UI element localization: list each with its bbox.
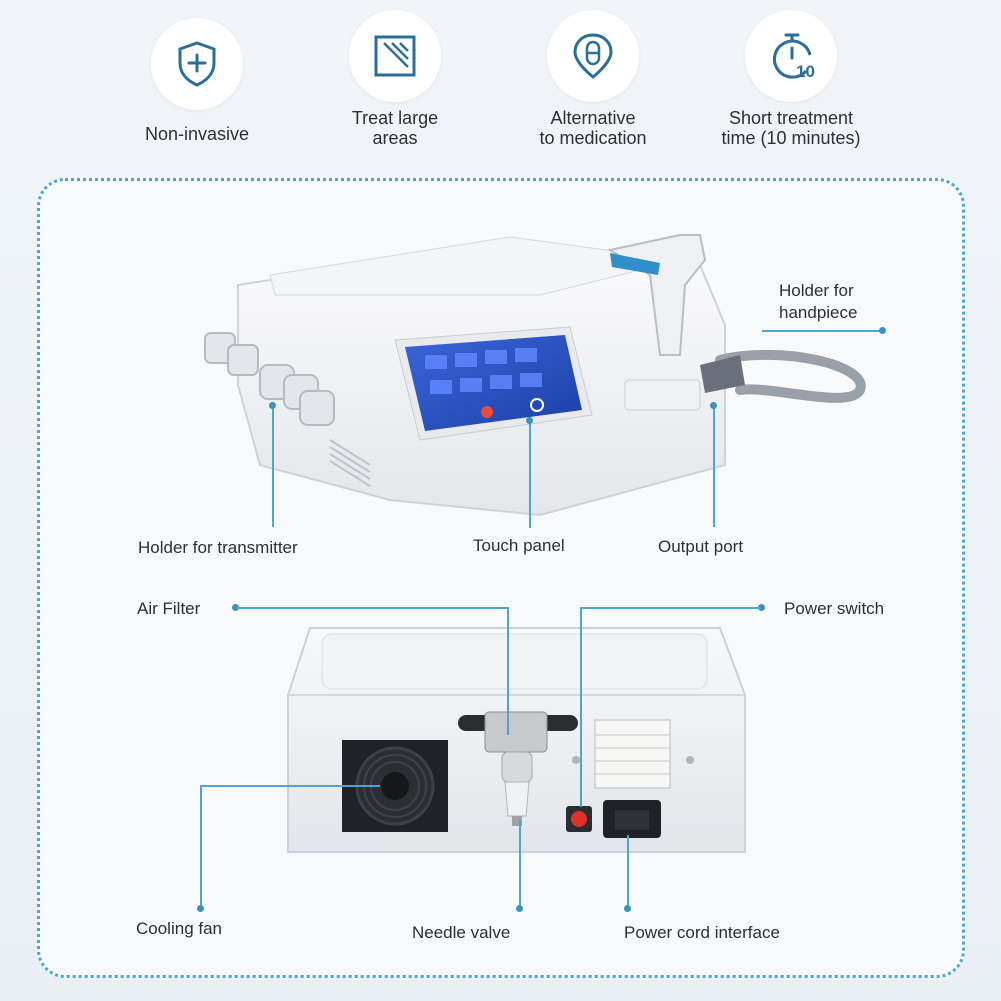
callout-line — [200, 785, 202, 907]
callout-line — [762, 330, 880, 332]
feature-circle — [151, 18, 243, 110]
callout-line — [627, 835, 629, 908]
callout-holder-handpiece: Holder for handpiece — [779, 281, 858, 322]
svg-text:10: 10 — [796, 62, 815, 81]
shield-plus-icon — [178, 41, 216, 87]
callout-power-cord: Power cord interface — [624, 923, 780, 942]
device-front-image — [204, 234, 866, 517]
pill-location-icon — [573, 33, 613, 79]
callout-power-switch: Power switch — [784, 599, 885, 618]
feature-label: Short treatment time (10 minutes) — [721, 108, 861, 148]
callout-line — [507, 607, 509, 735]
callout-line — [519, 820, 521, 908]
callout-holder-transmitter: Holder for transmitter — [138, 538, 298, 557]
callout-line — [237, 607, 509, 609]
feature-circle: 10 — [745, 10, 837, 102]
callout-line — [200, 785, 380, 787]
feature-label: Treat large areas — [351, 108, 439, 148]
callout-output-port: Output port — [658, 537, 744, 556]
feature-circle — [349, 10, 441, 102]
callout-touch-panel: Touch panel — [473, 536, 565, 555]
feature-non-invasive: Non-invasive — [107, 18, 287, 144]
callout-air-filter: Air Filter — [137, 599, 201, 618]
callout-dot — [197, 905, 204, 912]
callout-dot — [758, 604, 765, 611]
callout-line — [580, 607, 582, 807]
feature-label: Alternative to medication — [539, 108, 647, 148]
callout-line — [713, 405, 715, 527]
callout-dot — [516, 905, 523, 912]
feature-short-treatment: 10 Short treatment time (10 minutes) — [701, 10, 881, 148]
callout-cooling-fan: Cooling fan — [136, 919, 223, 938]
callout-needle-valve: Needle valve — [412, 923, 511, 942]
feature-circle — [547, 10, 639, 102]
callout-line — [272, 405, 274, 527]
callout-line — [529, 420, 531, 528]
feature-alternative-medication: Alternative to medication — [503, 10, 683, 148]
callout-dot — [526, 417, 533, 424]
callout-dot — [710, 402, 717, 409]
callout-dot — [624, 905, 631, 912]
callout-line — [580, 607, 760, 609]
callout-dot — [232, 604, 239, 611]
callout-dot — [879, 327, 886, 334]
feature-label: Non-invasive — [144, 124, 250, 144]
treat-area-icon — [374, 35, 416, 77]
device-back-image — [287, 627, 746, 853]
feature-treat-areas: Treat large areas — [305, 10, 485, 148]
timer-10-icon: 10 — [773, 33, 815, 81]
callout-dot — [269, 402, 276, 409]
